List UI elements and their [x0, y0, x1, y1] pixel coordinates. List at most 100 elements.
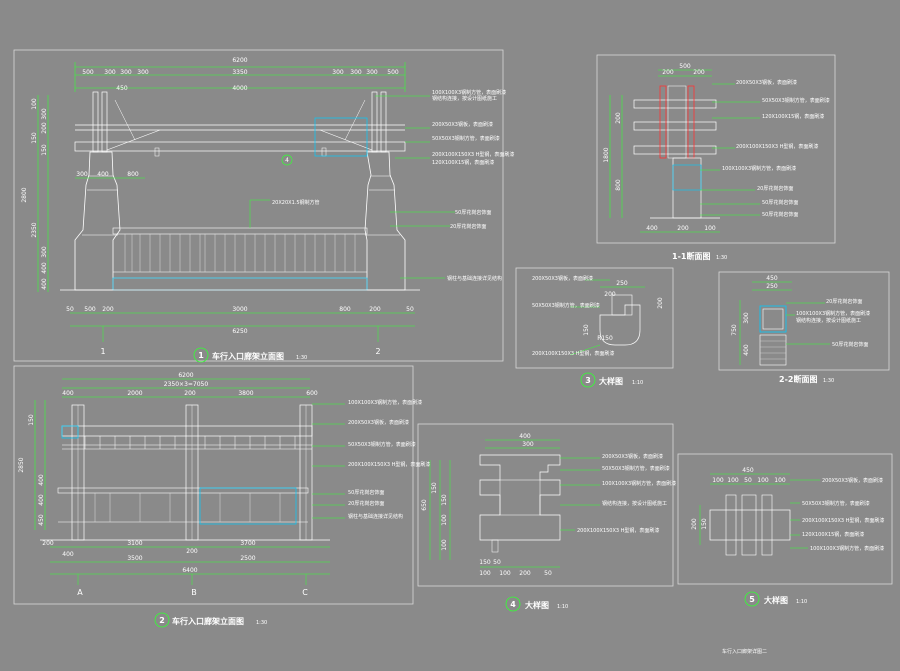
section-1-1: 500 200 200 200 1800 800 400 200 100 200…	[603, 63, 830, 261]
d4-dim-7: 150	[479, 559, 491, 566]
elevation-1: 6200 500 300 300 300 3350 300 300 300 50…	[21, 57, 514, 363]
frame-sec1	[596, 54, 836, 244]
e1-bot-500: 500	[84, 306, 96, 313]
e2-scale: 1:30	[256, 620, 267, 626]
e2-title-num: 2	[159, 616, 165, 625]
d5-note-1: 200X50X3钢板，表面刷漆	[822, 477, 883, 484]
s1-note-5: 100X100X3钢制方管，表面刷漆	[722, 165, 796, 172]
s2-note-1: 20厚花岗岩饰面	[826, 298, 862, 305]
e2-top-1: 2350×3=7050	[164, 381, 209, 388]
e1-title: 车行入口廊架立面图	[212, 351, 284, 361]
d3-dim-4: R150	[597, 335, 613, 342]
s2-dim-4: 400	[743, 344, 750, 356]
e1-title-num: 1	[198, 351, 204, 360]
e1-bot-50a: 50	[66, 306, 74, 313]
s2-note-3: 钢结构连接，按设计图纸施工	[796, 317, 861, 324]
d4-dim-4: 150	[441, 494, 448, 506]
d3-dim-2: 200	[657, 297, 664, 309]
detail-4: 400 300 650 150 150 100 100 150 50 100 1…	[421, 433, 676, 612]
frame-sec2	[718, 271, 890, 371]
d4-note-3: 100X100X3钢制方管，表面刷漆	[602, 480, 676, 487]
e1-top-500a: 500	[82, 69, 94, 76]
e2-top-0: 6200	[178, 372, 193, 379]
d4-dim-3: 150	[431, 482, 438, 494]
e2-top-6: 600	[306, 390, 318, 397]
e1-bot-800: 800	[339, 306, 351, 313]
s1-note-7: 50厚花岗岩饰面	[762, 199, 798, 206]
e1-note-3: 200X50X3钢板，表面刷漆	[432, 121, 493, 128]
e2-note-7: 钢柱与基础连接详见结构	[348, 513, 403, 520]
frame-elev1	[13, 49, 504, 362]
s1-dim-6: 400	[646, 225, 658, 232]
e2-left-2: 400	[38, 474, 45, 486]
e2-note-5: 50厚花岗岩饰面	[348, 489, 384, 496]
e1-inner-800: 800	[127, 171, 139, 178]
section-2-2: 450 250 750 300 400 20厚花岗岩饰面 100X100X3钢制…	[731, 275, 870, 384]
d3-title: 大样图	[599, 376, 623, 386]
e1-left-3: 150	[31, 132, 38, 144]
d4-note-5: 200X100X150X3 H型钢，表面刷漆	[577, 527, 659, 534]
d4-title-num: 4	[510, 600, 516, 609]
e2-top-5: 3800	[238, 390, 253, 397]
e1-inner-400: 400	[97, 171, 109, 178]
e2-bot-6: 2500	[240, 555, 255, 562]
d4-dim-8: 50	[493, 559, 501, 566]
e1-top-450: 450	[116, 85, 128, 92]
e2-note-4: 200X100X150X3 H型钢，表面刷漆	[348, 461, 430, 468]
e1-inner-300: 300	[76, 171, 88, 178]
e1-left-1: 300	[41, 108, 48, 120]
d5-note-2: 50X50X3钢制方管，表面刷漆	[802, 500, 870, 507]
e1-left-8: 400	[41, 262, 48, 274]
e2-bot-4: 3700	[240, 540, 255, 547]
s1-dim-2: 200	[693, 69, 705, 76]
s1-dim-8: 100	[704, 225, 716, 232]
d5-dim-2: 100	[727, 477, 739, 484]
e1-axis-2: 2	[375, 347, 380, 356]
s1-note-4: 200X100X150X3 H型钢，表面刷漆	[736, 143, 818, 150]
d4-dim-12: 50	[544, 570, 552, 577]
s1-note-3: 120X100X15钢，表面刷漆	[762, 113, 824, 120]
e2-left-1: 2850	[18, 457, 25, 472]
e1-axis-1: 1	[100, 347, 105, 356]
sheet-title: 车行入口廊架详图二	[722, 648, 767, 655]
s1-note-1: 200X50X3钢板，表面刷漆	[736, 79, 797, 86]
s1-title: 1-1断面图	[672, 251, 710, 261]
e2-top-4: 200	[184, 390, 196, 397]
e1-note-1: 100X100X3钢制方管，表面刷漆	[432, 89, 506, 96]
d5-note-4: 120X100X15钢，表面刷漆	[802, 531, 864, 538]
d5-dim-1: 100	[712, 477, 724, 484]
e1-left-4: 150	[41, 144, 48, 156]
e1-left-6: 2350	[31, 222, 38, 237]
e2-axis-c: C	[302, 588, 308, 597]
e2-axis-a: A	[77, 588, 83, 597]
e1-note-8: 50厚花岗岩饰面	[455, 209, 491, 216]
e1-note-10: 钢柱与基础连接详见结构	[447, 275, 502, 282]
s2-note-4: 50厚花岗岩饰面	[832, 341, 868, 348]
e2-note-1: 100X100X3钢制方管，表面刷漆	[348, 399, 422, 406]
d4-scale: 1:10	[557, 604, 568, 610]
e1-left-5: 2800	[21, 187, 28, 202]
e1-top-300d: 300	[332, 69, 344, 76]
d4-dim-0: 400	[519, 433, 531, 440]
e1-note-7: 20X20X1.5钢制方管	[272, 199, 320, 206]
e2-left-0: 150	[28, 414, 35, 426]
s1-scale: 1:30	[716, 255, 727, 261]
e2-note-3: 50X50X3钢制方管，表面刷漆	[348, 441, 416, 448]
e1-top-300f: 300	[366, 69, 378, 76]
e1-top-300a: 300	[104, 69, 116, 76]
e2-note-2: 200X50X3钢板，表面刷漆	[348, 419, 409, 426]
e2-title: 车行入口廊架立面图	[172, 616, 244, 626]
s2-title: 2-2断面图	[779, 374, 817, 384]
d3-scale: 1:10	[632, 380, 643, 386]
s1-note-2: 50X50X3钢制方管，表面刷漆	[762, 97, 830, 104]
d4-note-1: 200X50X3钢板，表面刷漆	[602, 453, 663, 460]
e2-bot-0: 200	[42, 540, 54, 547]
d5-title: 大样图	[764, 595, 788, 605]
d3-dim-0: 250	[616, 280, 628, 287]
d4-dim-9: 100	[479, 570, 491, 577]
e1-left-0: 100	[31, 98, 38, 110]
d4-dim-1: 300	[522, 441, 534, 448]
e1-top-300c: 300	[137, 69, 149, 76]
e1-top-3350: 3350	[232, 69, 247, 76]
frame-det4	[417, 423, 674, 587]
